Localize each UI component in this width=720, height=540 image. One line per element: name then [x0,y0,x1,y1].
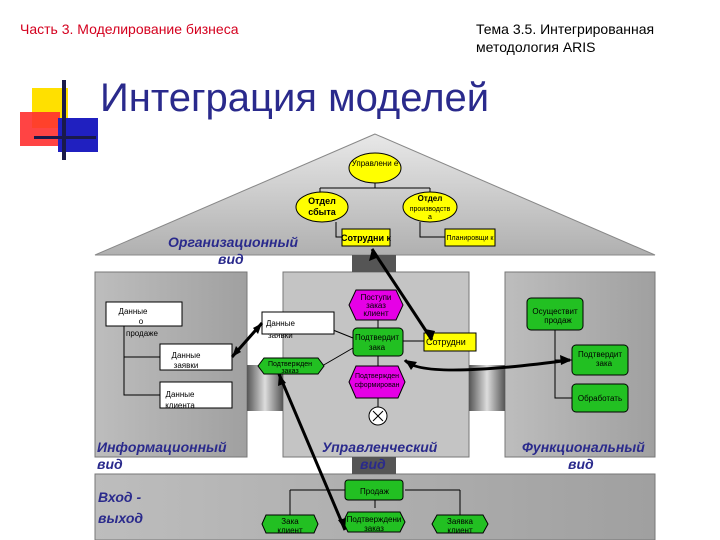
io-client-order-l2: клиент [277,526,303,535]
ctrl-function-confirm-l1: Подтвердит [355,333,399,342]
io-sale-label: Продаж [360,487,390,496]
io-confirmed-order-l1: Подтверждени [347,515,402,524]
control-model: Данные заявки Поступи заказ клиент Подтв… [257,289,477,426]
view-label-control-l1: Управленческий [322,439,438,455]
org-planner [444,228,496,247]
info-client-data-l2: клиента [165,401,195,410]
view-label-io-l2: выход [98,510,143,526]
info-order-data [159,343,233,371]
ctrl-event-confirmed-l1: Подтвержден [268,361,312,368]
info-client-data [159,381,233,409]
ctrl-event-received-l2: заказ [366,301,386,310]
page-title: Интеграция моделей [100,76,490,120]
pillar-bottom [352,457,396,474]
org-dept-sales-l2: сбыта [308,207,337,217]
ctrl-order-data-l2: заявки [268,331,293,340]
func-sell-l3: продаж [544,316,572,325]
org-root-label: Управлени е [352,159,399,168]
func-confirm-l3: зака [596,359,613,368]
view-label-io-l1: Вход - [98,489,141,505]
function-tree: Осуществит продаж Подтвердит зака Обрабо… [526,297,629,413]
org-chart: Управлени е Отдел сбыта Отдел производст… [295,152,496,247]
ctrl-order-data-l1: Данные [266,319,295,328]
ctrl-employee-l1: Сотрудни [426,337,466,347]
io-client-request-l2: клиент [447,526,473,535]
logo-decoration [20,80,100,160]
ctrl-function-confirm [352,327,404,357]
ctrl-event-received [348,289,404,321]
info-client-data-l1: Данные [166,390,195,399]
io-client-order [261,514,319,534]
pillar-right [469,365,505,411]
info-sales-data-l3: продаже [126,329,159,338]
org-dept-prod-l3: а [428,214,432,221]
view-label-organizational-l1: Организационный [168,234,298,250]
io-sale [344,479,404,501]
func-sell [526,297,584,331]
ctrl-event-formed-l2: сформирован [355,382,400,389]
func-sell-l1: Осуществит [532,307,578,316]
integration-arrows [230,248,572,531]
org-dept-sales [295,191,349,223]
io-model: Продаж Зака клиент Подтверждени заказ За… [261,479,489,535]
io-client-request-l1: Заявка [447,517,474,526]
io-client-request [431,514,489,534]
view-label-informational-l2: вид [97,456,123,472]
view-label-functional-l1: Функциональный [522,439,645,455]
ctrl-function-confirm-l3: зака [369,343,386,352]
topic-line-1: Тема 3.5. Интегрированная [476,21,655,37]
ctrl-event-confirmed-l2: заказ [281,368,298,375]
course-part-label: Часть 3. Моделирование бизнеса [20,21,239,37]
io-confirmed-order-l2: заказ [364,524,384,533]
info-sales-data-l2: о [139,317,144,326]
info-order-data-l1: Данные [172,351,201,360]
view-label-functional-l2: вид [568,456,594,472]
org-employee-label: Сотрудни к [341,233,392,243]
io-client-order-l1: Зака [281,517,299,526]
func-confirm-l1: Подтвердит [578,350,622,359]
org-dept-prod [402,191,458,223]
org-dept-prod-l2: производств [410,206,451,213]
info-sales-data-l1: Данные [119,307,148,316]
org-employee [341,228,391,247]
info-sales-data [105,301,183,327]
org-dept-sales-l1: Отдел [308,196,336,206]
org-dept-prod-l1: Отдел [418,194,443,203]
ctrl-event-formed [348,365,406,399]
topic-line-2: методология ARIS [476,39,596,55]
info-order-data-l2: заявки [174,361,199,370]
func-process [571,383,629,413]
ctrl-employee [423,332,477,352]
ctrl-event-received-l1: Поступи [361,293,392,302]
ctrl-event-formed-l1: Подтвержден [355,373,399,380]
topic-label: Тема 3.5. Интегрированная методология AR… [476,20,716,56]
org-root-unit [348,152,402,184]
ctrl-event-confirmed [257,357,325,375]
info-model: Данные о продаже Данные заявки Данные кл… [105,301,233,410]
view-label-informational-l1: Информационный [97,439,227,455]
org-planner-label: Планировщи к [447,235,495,242]
view-label-control-l2: вид [360,456,386,472]
ctrl-event-received-l3: клиент [363,309,389,318]
func-process-label: Обработать [578,394,622,403]
view-label-organizational-l2: вид [218,251,244,267]
